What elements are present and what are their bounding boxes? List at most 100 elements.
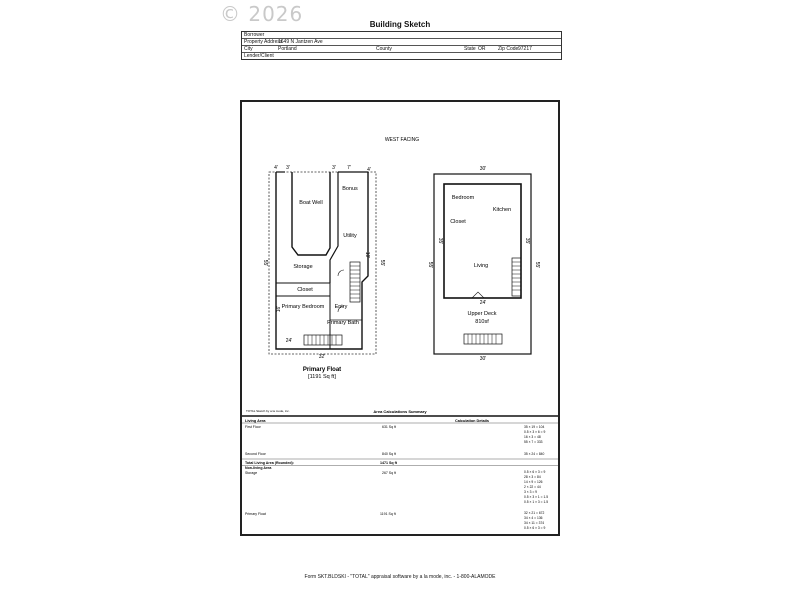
float-area: [1191 Sq ft] xyxy=(308,374,336,380)
form-footer: Form SKT.BLDSKI - "TOTAL" appraisal soft… xyxy=(304,574,496,580)
room-label: Primary Bath xyxy=(327,320,359,326)
upper-stairs xyxy=(511,257,522,297)
room-label: 810sf xyxy=(475,319,489,325)
floor-plan: WEST FACING xyxy=(242,137,558,530)
property-label: Property Address xyxy=(244,39,283,45)
calc-line: 0.5 × 6 × 3 = 9 xyxy=(524,526,546,530)
calc-line: 0.5 × 6 × 3 = 9 xyxy=(524,470,546,474)
calc-line: 35 × 19 = 104 xyxy=(524,425,545,429)
dim-label: 55' xyxy=(534,262,540,269)
upper-dimensions: 30' 55' 35' 35' 55' 24' 30' xyxy=(427,166,540,362)
lender-row: Lender/Client xyxy=(242,53,561,59)
watermark: © 2026 xyxy=(220,2,304,26)
room-label: Living xyxy=(474,263,488,269)
area-calculations: TOTAL Sketch by a la mode, inc. Area Cal… xyxy=(242,409,558,530)
calc-line: 34 × 4 = 136 xyxy=(524,516,543,520)
calc-line: 35 × 24 = 840 xyxy=(524,452,545,456)
dim-label: 24' xyxy=(480,300,487,306)
float-dimensions: 4' 3' 3' 7' 4' 55' 55' 10' 16' 24' 32' xyxy=(262,165,385,360)
dim-label: 32' xyxy=(319,354,326,360)
dim-label: 55' xyxy=(379,260,385,267)
storage-calc: 0.5 × 6 × 3 = 9 28 × 3 = 84 14 × 9 = 126… xyxy=(524,470,548,504)
calc-line: 28 × 3 = 84 xyxy=(524,475,541,479)
room-label: Entry xyxy=(335,304,348,310)
primary-float-calc: 32 × 21 = 672 34 × 4 = 136 34 × 11 = 374… xyxy=(524,511,546,530)
borrower-row: Borrower xyxy=(242,32,561,39)
non-living-label: Non-living Area xyxy=(245,466,272,470)
dim-label: 16' xyxy=(276,306,282,313)
calc-line: 2 × 22 = 44 xyxy=(524,485,541,489)
software-note: TOTAL Sketch by a la mode, inc. xyxy=(246,409,290,413)
city-value: Portland xyxy=(278,46,297,52)
calc-line: 34 × 11 = 374 xyxy=(524,521,544,525)
property-row: Property Address 1649 N Jantzen Ave xyxy=(242,39,561,46)
calc-line: 14 × 9 = 126 xyxy=(524,480,543,484)
door-swing xyxy=(337,269,345,277)
sketch-sheet: WEST FACING xyxy=(240,100,560,536)
dim-label: 24' xyxy=(286,338,293,344)
room-label: Bedroom xyxy=(452,195,475,201)
total-living-value: 1471 Sq ft xyxy=(380,461,398,465)
calc-line: 0.5 × 1 × 3 = 1.5 xyxy=(524,500,548,504)
second-floor-value: 840 Sq ft xyxy=(382,452,396,456)
room-label: Closet xyxy=(450,219,466,225)
zip-value: 97217 xyxy=(518,46,532,52)
state-value: OR xyxy=(478,46,486,52)
dim-label: 7' xyxy=(347,165,351,171)
float-name: Primary Float xyxy=(303,367,341,373)
upper-deck-steps xyxy=(463,333,503,345)
calc-line: 0.5 × 3 × 6 = 9 xyxy=(524,430,546,434)
calc-title: Area Calculations Summary xyxy=(373,409,427,414)
property-header: Borrower Property Address 1649 N Jantzen… xyxy=(241,31,562,60)
room-label: Upper Deck xyxy=(467,311,496,317)
room-label: Boat Well xyxy=(299,200,322,206)
float-room-labels: Boat Well Bonus Utility Storage Closet P… xyxy=(282,186,359,326)
dim-label: 55' xyxy=(427,262,433,269)
county-label: County xyxy=(376,46,392,52)
first-floor-calc: 35 × 19 = 104 0.5 × 3 × 6 = 9 16 × 3 = 4… xyxy=(524,425,546,444)
primary-float-value: 1191 Sq ft xyxy=(380,512,396,516)
first-floor-value: 631 Sq ft xyxy=(382,425,396,429)
zip-label: Zip Code xyxy=(498,46,519,52)
room-label: Primary Bedroom xyxy=(282,304,325,310)
property-value: 1649 N Jantzen Ave xyxy=(278,39,323,45)
float-outline xyxy=(268,171,377,355)
dim-label: 4' xyxy=(367,167,371,173)
room-label: Bonus xyxy=(342,186,358,192)
storage-label: Storage xyxy=(245,471,257,475)
room-label: Utility xyxy=(343,233,357,239)
primary-float-plan: 4' 3' 3' 7' 4' 55' 55' 10' 16' 24' 32' B… xyxy=(262,165,385,380)
float-outer-wall xyxy=(275,172,369,350)
second-floor-label: Second Floor xyxy=(245,452,267,456)
primary-float-label: Primary Float xyxy=(245,512,266,516)
calc-line: 55 × 7 = 333 xyxy=(524,440,543,444)
city-label: City xyxy=(244,46,253,52)
upper-deck-outline xyxy=(433,173,532,355)
dim-label: 3' xyxy=(286,165,290,171)
dim-label: 3' xyxy=(332,165,336,171)
dim-label: 30' xyxy=(480,356,487,362)
calc-details-label: Calculation Details xyxy=(455,419,489,423)
float-entry-steps xyxy=(303,334,343,346)
dim-label: 10' xyxy=(364,252,370,259)
state-label: State xyxy=(464,46,476,52)
calc-line: 16 × 3 = 48 xyxy=(524,435,541,439)
upper-room-labels: Bedroom Kitchen Closet Living Upper Deck… xyxy=(450,195,511,325)
orientation-label: WEST FACING xyxy=(385,137,419,143)
page-title: Building Sketch xyxy=(369,20,431,29)
dim-label: 35' xyxy=(437,238,443,245)
dim-label: 30' xyxy=(480,166,487,172)
living-area-label: Living Area xyxy=(245,419,266,423)
calc-line: 3 × 3 = 9 xyxy=(524,490,537,494)
calc-line: 32 × 21 = 672 xyxy=(524,511,545,515)
room-label: Storage xyxy=(293,264,312,270)
utility-wall xyxy=(329,172,339,283)
room-label: Closet xyxy=(297,287,313,293)
city-row: City Portland County State OR Zip Code 9… xyxy=(242,46,561,53)
dim-label: 4' xyxy=(274,165,278,171)
lender-label: Lender/Client xyxy=(244,53,274,59)
boat-well-wall xyxy=(291,172,331,256)
calc-line: 0.5 × 3 × 1 = 1.5 xyxy=(524,495,548,499)
upper-living-outline xyxy=(443,183,522,299)
door-swing xyxy=(471,291,485,299)
